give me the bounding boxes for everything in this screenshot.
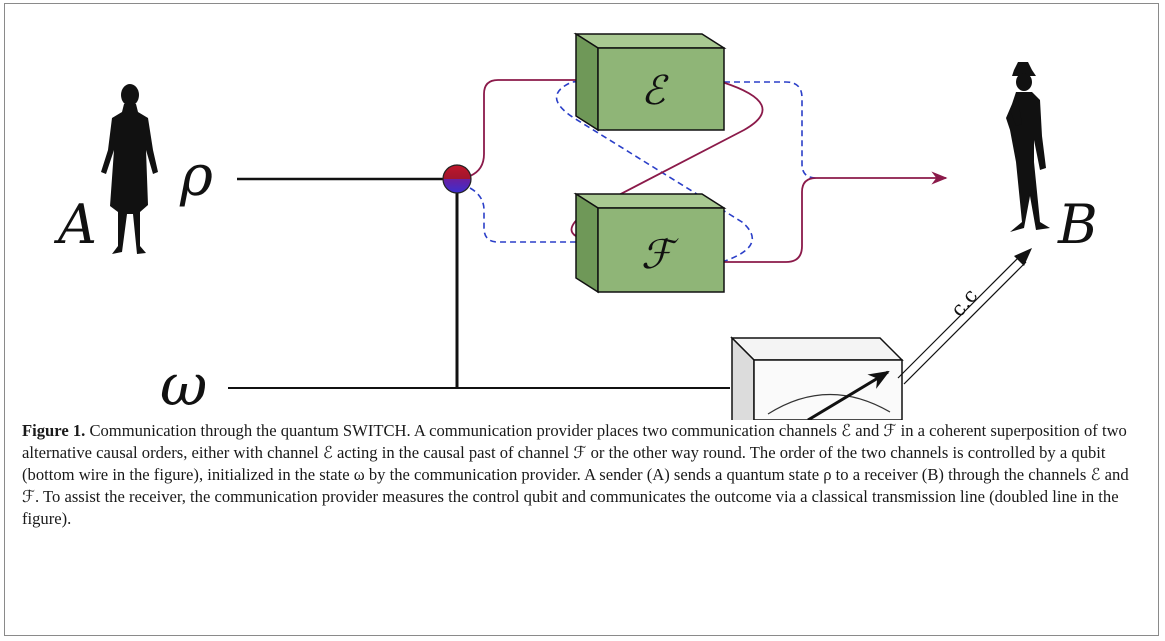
channel-f-box: ℱ [573,192,727,294]
sender-label: A [53,193,97,256]
sender-silhouette [101,84,158,254]
meter-needle [807,370,890,420]
order-e-then-f-out [724,171,948,263]
caption-label: Figure 1. [22,421,86,440]
control-label: ω [160,351,207,419]
channel-e-label: ℰ [641,68,669,114]
state-label: ρ [179,144,213,209]
order-f-then-e-cross [555,75,754,263]
channel-e-box: ℰ [573,32,727,132]
classical-line-label: c.c [945,284,982,321]
switch-node [442,164,472,194]
receiver-silhouette [1006,62,1050,232]
classical-line [897,248,1032,385]
quantum-switch-diagram: A ρ ω B ℰ ℱ c.c [53,32,1098,420]
receiver-label: B [1057,193,1098,256]
order-f-then-e-out [724,81,817,179]
order-e-then-f-path [469,73,598,177]
caption-text: Communication through the quantum SWITCH… [22,421,1129,528]
measurement-device [730,336,904,420]
order-f-then-e-path [469,187,592,248]
figure-caption: Figure 1. Communication through the quan… [22,420,1140,530]
